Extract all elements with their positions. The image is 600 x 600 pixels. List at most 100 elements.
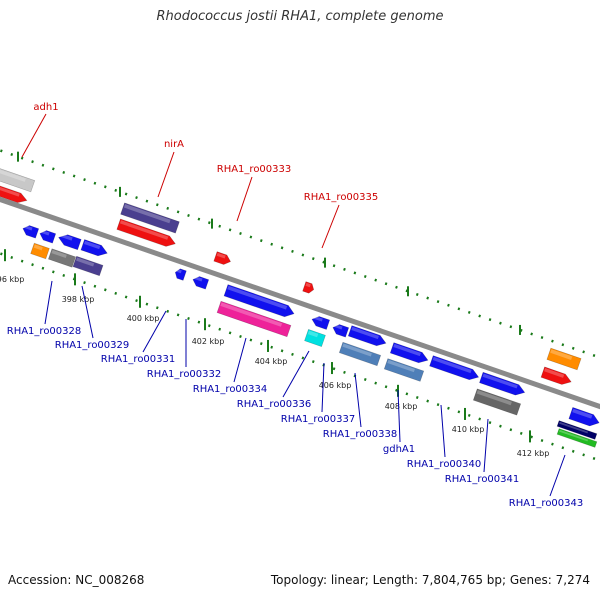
bottom-label-leader — [549, 454, 566, 497]
bottom-gene-label: RHA1_ro00331 — [101, 354, 176, 365]
gene-highlight — [220, 302, 283, 327]
bottom-label-leader — [321, 362, 325, 413]
gene-highlight — [559, 421, 589, 434]
gene-shape — [556, 420, 598, 440]
bottom-label-leader — [483, 418, 489, 473]
gene-shape — [213, 251, 231, 265]
gene-feature — [389, 342, 429, 364]
gene-feature — [80, 239, 108, 257]
gene-feature — [72, 255, 104, 277]
gene-shape — [80, 239, 108, 257]
gene-feature — [383, 358, 425, 382]
top-gene-label: RHA1_ro00333 — [217, 164, 292, 175]
gene-feature — [540, 366, 572, 385]
bottom-label-leader — [354, 372, 362, 428]
top-gene-label: RHA1_ro00335 — [304, 192, 379, 203]
genome-backbone — [0, 196, 600, 410]
bottom-gene-label: RHA1_ro00329 — [55, 340, 130, 351]
gene-feature — [546, 347, 582, 371]
gene-feature — [213, 251, 231, 265]
gene-highlight — [59, 233, 73, 241]
gene-highlight — [0, 184, 20, 197]
gene-shape — [58, 234, 82, 251]
top-label-leader — [21, 113, 47, 158]
bottom-label-leader — [397, 389, 401, 443]
gene-feature — [58, 233, 82, 251]
bottom-label-leader — [440, 404, 446, 458]
bottom-gene-label: RHA1_ro00337 — [281, 414, 356, 425]
ruler-label: 408 kbp — [385, 402, 418, 411]
gene-shape — [223, 284, 295, 318]
gene-feature — [347, 325, 387, 347]
gene-shape — [48, 248, 76, 268]
gene-feature — [332, 324, 350, 338]
top-gene-label: nirA — [164, 139, 184, 150]
gene-shape — [540, 366, 572, 385]
gene-feature — [302, 281, 315, 294]
gene-highlight — [76, 257, 95, 267]
gene-highlight — [194, 276, 203, 282]
gene-shape — [347, 325, 387, 347]
bottom-gene-label: RHA1_ro00338 — [323, 429, 398, 440]
upper-ruler-line — [0, 149, 600, 359]
bottom-label-leader — [81, 285, 94, 339]
bottom-label-leader — [44, 280, 53, 325]
gene-shape — [39, 230, 57, 244]
gene-highlight — [334, 324, 343, 330]
gene-shape — [429, 355, 480, 381]
bottom-gene-label: RHA1_ro00334 — [193, 384, 268, 395]
top-label-leader — [236, 176, 253, 222]
ruler-label: 410 kbp — [452, 425, 485, 434]
gene-feature — [0, 182, 28, 203]
ruler-label: 404 kbp — [255, 357, 288, 366]
accession-text: Accession: NC_008268 — [8, 573, 145, 587]
gene-highlight — [84, 240, 101, 250]
gene-feature — [192, 276, 210, 290]
bottom-gene-label: RHA1_ro00328 — [7, 326, 82, 337]
gene-feature — [304, 329, 326, 347]
ruler-label: 406 kbp — [319, 381, 352, 390]
gene-feature — [174, 268, 187, 281]
top-gene-label: adh1 — [33, 102, 58, 113]
gene-highlight — [559, 429, 589, 442]
gene-shape — [192, 276, 210, 290]
bottom-gene-label: RHA1_ro00341 — [445, 474, 520, 485]
gene-shape — [389, 342, 429, 364]
gene-shape — [0, 165, 36, 193]
bottom-gene-label: RHA1_ro00336 — [237, 399, 312, 410]
gene-feature — [120, 202, 180, 234]
gene-highlight — [305, 282, 311, 288]
gene-highlight — [24, 225, 33, 231]
bottom-label-leader — [282, 350, 310, 398]
bottom-gene-label: RHA1_ro00340 — [407, 459, 482, 470]
gene-highlight — [550, 349, 573, 360]
gene-feature — [30, 242, 50, 260]
bottom-label-leader — [233, 337, 247, 383]
gene-highlight — [307, 330, 319, 338]
gene-shape — [568, 407, 600, 427]
gene-features — [0, 165, 600, 448]
gene-shape — [120, 202, 180, 234]
lower-ruler-line — [0, 252, 600, 462]
gene-highlight — [216, 252, 226, 259]
gene-shape — [546, 347, 582, 371]
gene-shape — [472, 388, 522, 416]
gene-shape — [174, 268, 187, 281]
gene-feature — [311, 315, 331, 330]
bottom-gene-label: RHA1_ro00343 — [509, 498, 584, 509]
gene-feature — [216, 300, 292, 338]
gene-highlight — [482, 373, 518, 389]
gene-shape — [72, 255, 104, 277]
bottom-gene-labels: RHA1_ro00328RHA1_ro00329RHA1_ro00331RHA1… — [7, 280, 584, 509]
gene-highlight — [33, 244, 43, 251]
gene-shape — [216, 300, 292, 338]
gene-shape — [304, 329, 326, 347]
gene-feature — [429, 355, 480, 381]
gene-shape — [30, 242, 50, 260]
gene-feature — [48, 248, 76, 268]
topology-text: Topology: linear; Length: 7,804,765 bp; … — [270, 573, 590, 587]
gene-highlight — [0, 167, 26, 182]
